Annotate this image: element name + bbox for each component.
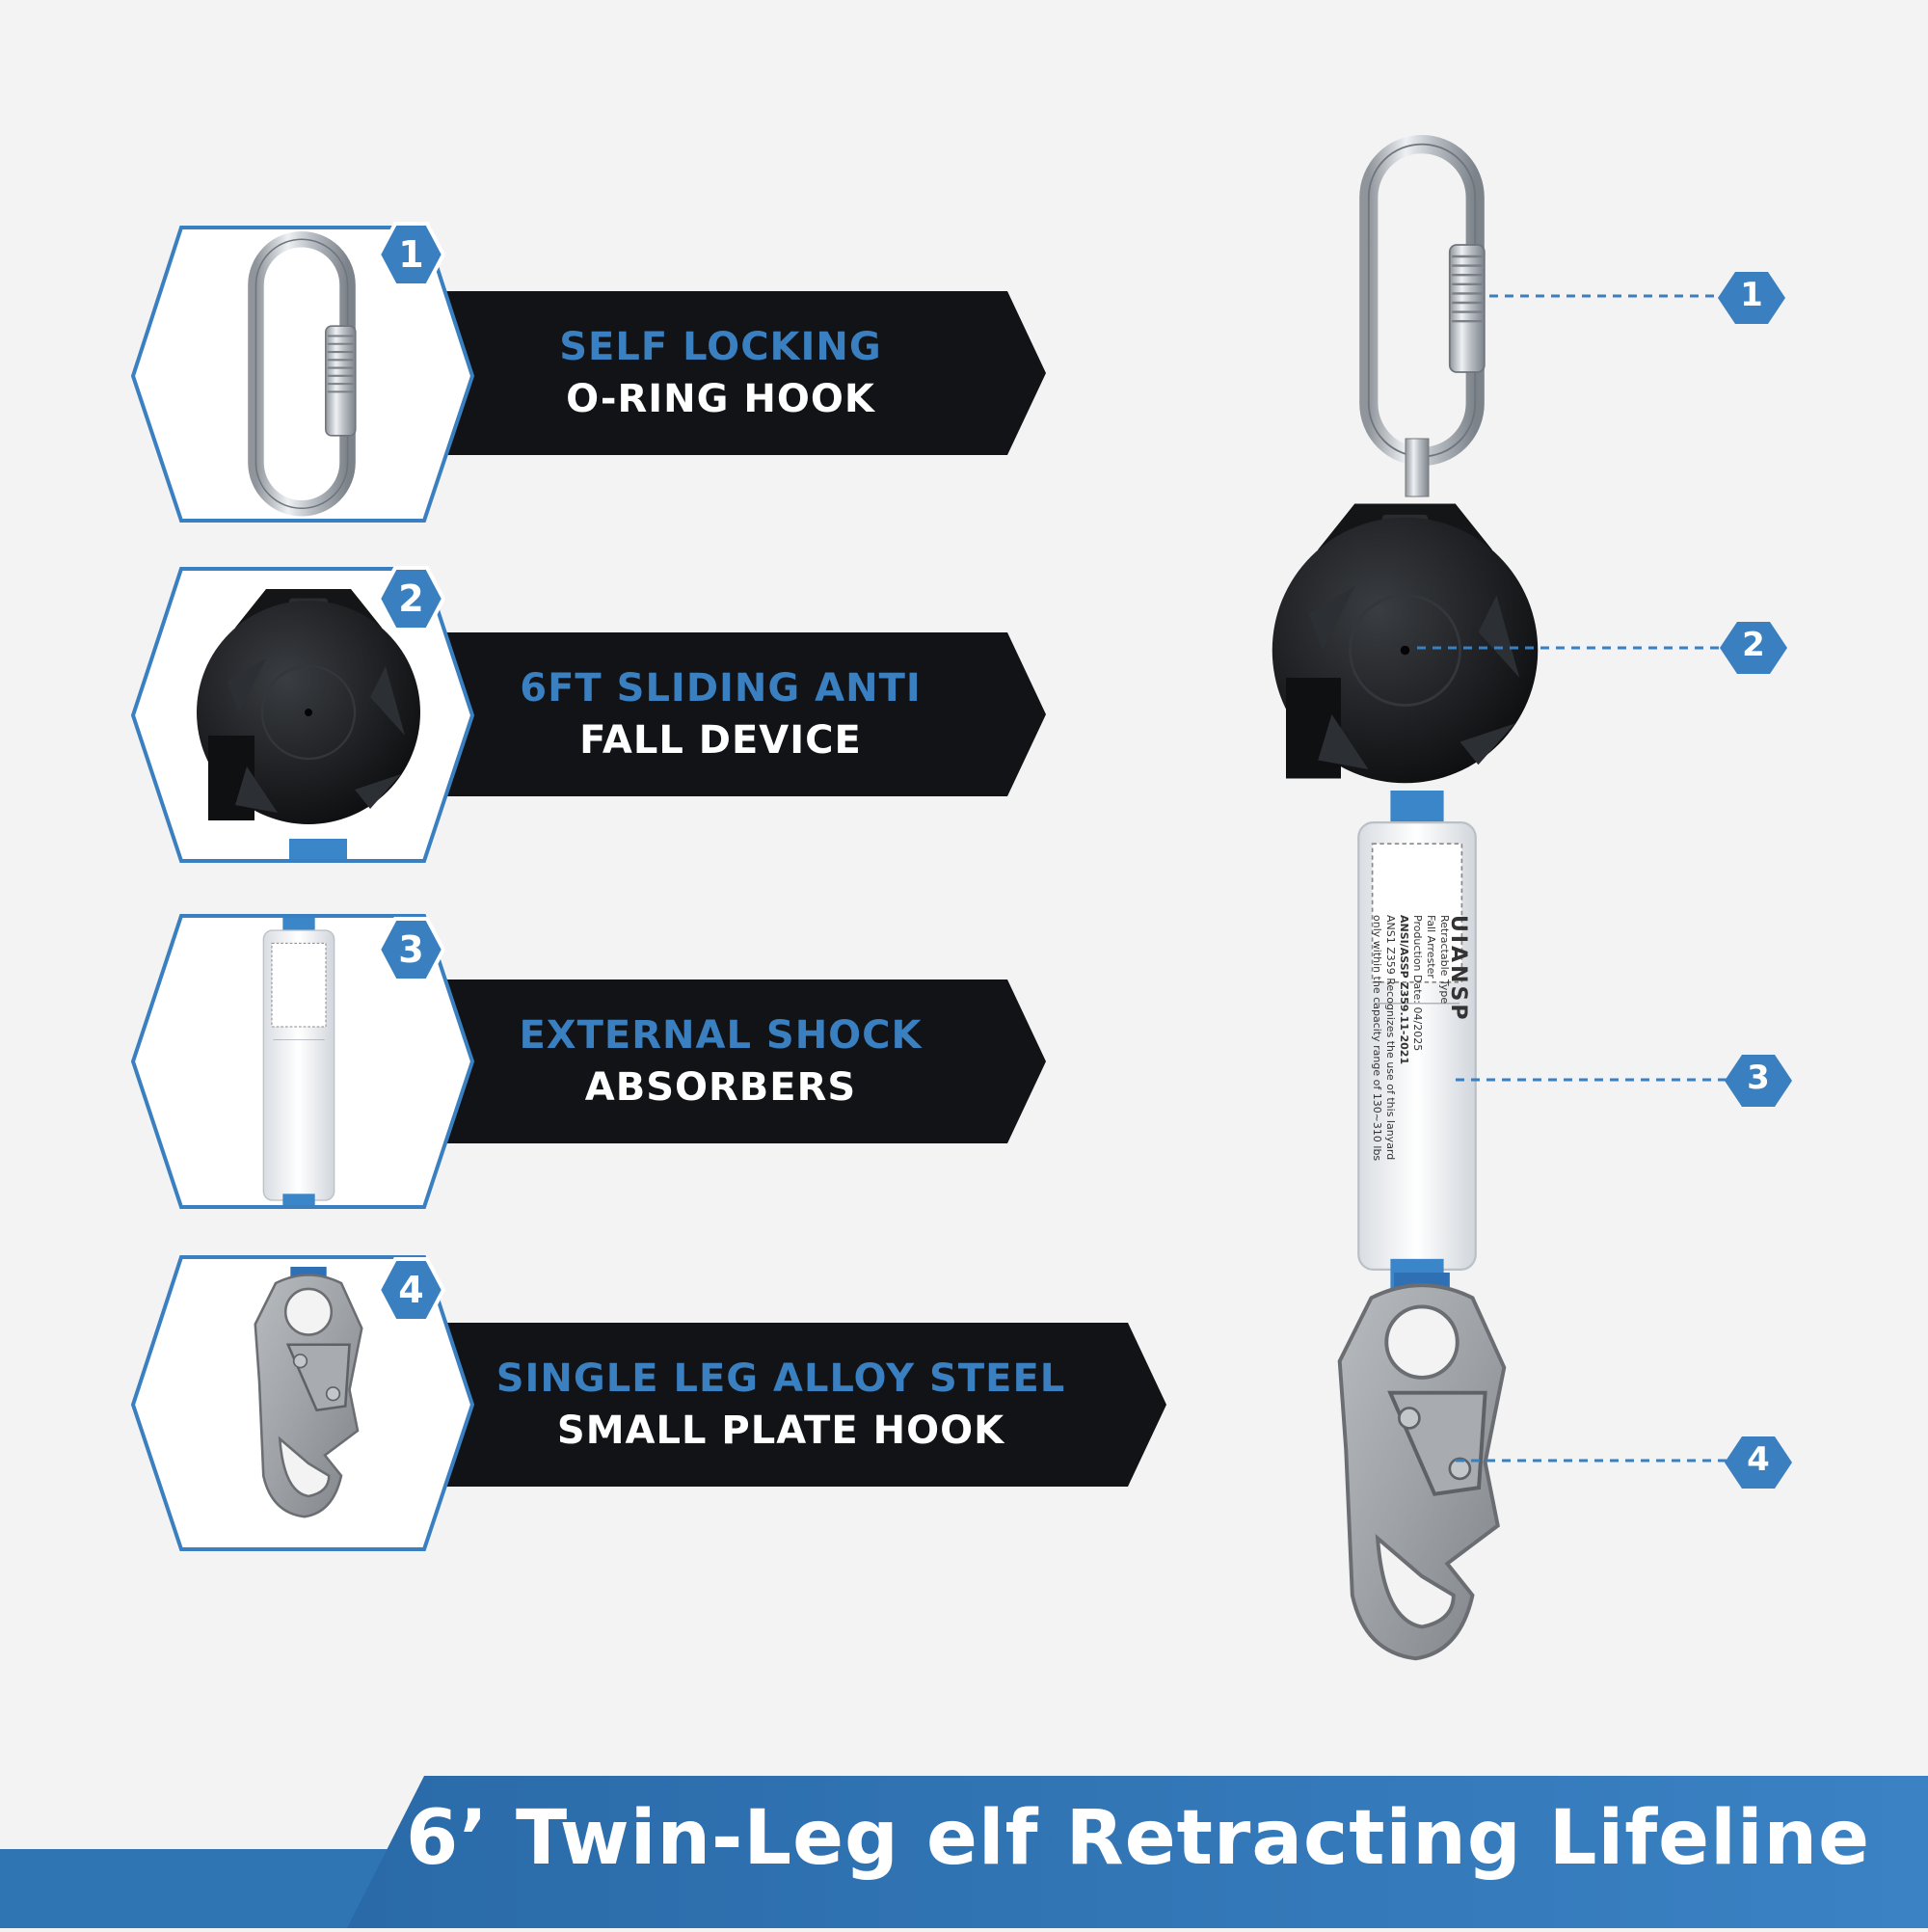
absorber-standard: ANSI/ASSP Z359.11-2021 — [1398, 915, 1410, 1065]
callout-number-1: 1 — [1740, 276, 1763, 314]
bottom-banner — [0, 1776, 1928, 1928]
callout-number-3: 3 — [1747, 1059, 1770, 1097]
feature-label-bar-3 — [434, 979, 1046, 1143]
feature-row-4 — [130, 1255, 1166, 1551]
feature-hex-1 — [133, 228, 472, 521]
feature-label-4: SINGLE LEG ALLOY STEEL SMALL PLATE HOOK — [434, 1353, 1128, 1457]
feature-number-4: 4 — [398, 1269, 424, 1311]
callout-badge-2 — [1720, 622, 1787, 674]
feature-number-badge-4 — [376, 1257, 446, 1323]
feature-label-1: SELF LOCKING O-RING HOOK — [434, 321, 1007, 425]
feature-number-badge-2 — [376, 566, 446, 631]
feature-subtitle-1: O-RING HOOK — [566, 377, 875, 421]
feature-label-3: EXTERNAL SHOCK ABSORBERS — [434, 1009, 1007, 1114]
feature-row-1 — [130, 222, 1046, 523]
feature-subtitle-4: SMALL PLATE HOOK — [556, 1409, 1005, 1453]
callout-badge-1 — [1718, 272, 1785, 324]
product-image — [1271, 145, 1540, 1659]
feature-label-bar-2 — [434, 632, 1046, 796]
feature-title-3: EXTERNAL SHOCK — [519, 1013, 923, 1058]
feature-number-2: 2 — [398, 577, 424, 620]
absorber-type-line2: Fall Arrester — [1425, 915, 1437, 979]
absorber-date-line: Production Date: 04/2025 — [1411, 915, 1424, 1052]
feature-subtitle-3: ABSORBERS — [584, 1065, 857, 1110]
callout-badges — [1718, 272, 1792, 1489]
absorber-type-line1: Retractable Type — [1438, 915, 1451, 1005]
feature-title-4: SINGLE LEG ALLOY STEEL — [495, 1356, 1066, 1401]
absorber-brand: UIANSP — [1446, 915, 1470, 1023]
callout-number-4: 4 — [1747, 1440, 1770, 1479]
callout-badge-4 — [1725, 1436, 1792, 1489]
feature-title-2: 6FT SLIDING ANTI — [520, 666, 922, 711]
feature-label-bar-1 — [434, 291, 1046, 455]
product-snap-hook-icon — [1340, 1273, 1505, 1658]
feature-label-2: 6FT SLIDING ANTI FALL DEVICE — [434, 662, 1007, 766]
callout-lines — [1417, 294, 1735, 1462]
absorber-text-line1: ANS1 Z359 Recognizes the use of this lan… — [1384, 915, 1397, 1161]
callout-number-2: 2 — [1742, 626, 1765, 664]
feature-row-2 — [130, 566, 1046, 863]
absorber-label: UIANSP Retractable Type Fall Arrester Pr… — [1370, 915, 1470, 1233]
feature-title-1: SELF LOCKING — [559, 325, 882, 369]
product-reel-icon — [1271, 501, 1540, 785]
product-carabiner-icon — [1369, 145, 1485, 457]
banner-title: 6’ Twin-Leg elf Retracting Lifeline — [405, 1795, 1870, 1882]
callout-badge-3 — [1725, 1055, 1792, 1107]
feature-row-3 — [130, 914, 1046, 1209]
shock-absorber-icon — [262, 916, 335, 1207]
feature-subtitle-2: FALL DEVICE — [579, 718, 862, 763]
feature-number-badge-3 — [376, 917, 446, 982]
feature-label-bar-4 — [434, 1323, 1166, 1487]
feature-number-1: 1 — [398, 233, 424, 276]
absorber-text-line2: only within the capacity range of 130~31… — [1371, 915, 1383, 1162]
feature-number-3: 3 — [398, 928, 424, 971]
feature-number-badge-1 — [376, 222, 446, 287]
